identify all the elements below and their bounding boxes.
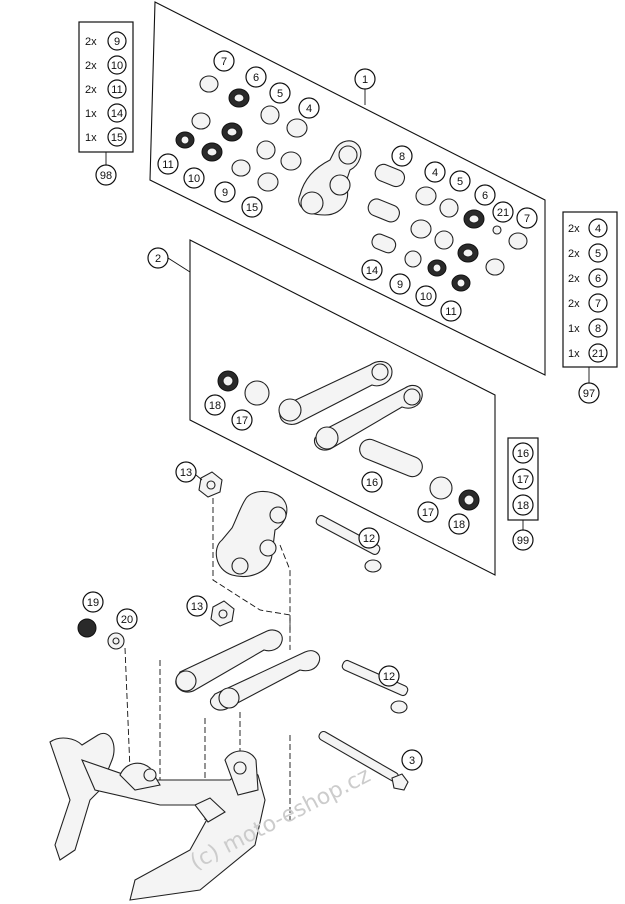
installed-rods-part bbox=[175, 629, 321, 711]
callout-6b: 6 bbox=[482, 190, 488, 202]
kit-97-qty-1: 2x bbox=[568, 223, 580, 235]
kit-98-box: 2x 9 2x 10 2x 11 1x 14 1x 15 98 bbox=[78, 21, 134, 186]
callout-2: 2 bbox=[155, 253, 161, 265]
kit-98-ref-3: 11 bbox=[111, 84, 122, 96]
callout-7b: 7 bbox=[524, 213, 530, 225]
callout-5b: 5 bbox=[457, 176, 463, 188]
callout-20: 20 bbox=[121, 614, 133, 626]
kit-98-label: 98 bbox=[100, 170, 112, 182]
bolt-part-12b bbox=[341, 659, 409, 714]
callout-12b: 12 bbox=[383, 671, 395, 683]
callout-9a: 9 bbox=[222, 187, 228, 199]
kit-97-qty-6: 1x bbox=[568, 348, 580, 360]
callout-18a: 18 bbox=[209, 400, 221, 412]
assembly-2-panel: 2 18 17 16 17 18 bbox=[147, 239, 496, 576]
callout-17b: 17 bbox=[422, 507, 434, 519]
callout-13a: 13 bbox=[180, 467, 192, 479]
kit-97-label: 97 bbox=[583, 388, 595, 400]
callout-21: 21 bbox=[497, 207, 509, 219]
kit-97-qty-3: 2x bbox=[568, 273, 580, 285]
kit-98-qty-2: 2x bbox=[85, 60, 97, 72]
callout-4a: 4 bbox=[306, 103, 312, 115]
kit-97-ref-2: 5 bbox=[595, 248, 601, 260]
sleeve-part-16 bbox=[359, 438, 423, 478]
kit-97-qty-2: 2x bbox=[568, 248, 580, 260]
callout-9b: 9 bbox=[397, 279, 403, 291]
kit-98-ref-1: 9 bbox=[114, 36, 120, 48]
kit-99-ref-1: 16 bbox=[517, 448, 529, 460]
cap-part-19 bbox=[77, 618, 97, 638]
left-bearing-set bbox=[175, 75, 308, 192]
right-bearing-set bbox=[367, 163, 528, 292]
callout-13b: 13 bbox=[191, 601, 203, 613]
callout-18b: 18 bbox=[453, 519, 465, 531]
callout-8: 8 bbox=[399, 151, 405, 163]
link-lever-part bbox=[298, 140, 362, 216]
kit-97-ref-6: 21 bbox=[592, 348, 604, 360]
kit-97-ref-1: 4 bbox=[595, 223, 601, 235]
kit-98-ref-2: 10 bbox=[111, 60, 123, 72]
kit-98-ref-5: 15 bbox=[111, 132, 123, 144]
connecting-rods-part bbox=[278, 360, 423, 451]
callout-1: 1 bbox=[362, 74, 368, 86]
callout-7a: 7 bbox=[221, 56, 227, 68]
callout-4b: 4 bbox=[432, 167, 438, 179]
kit-97-qty-5: 1x bbox=[568, 323, 580, 335]
kit-97-qty-4: 2x bbox=[568, 298, 580, 310]
callout-3: 3 bbox=[409, 755, 415, 767]
kit-98-qty-4: 1x bbox=[85, 108, 97, 120]
callout-12a: 12 bbox=[363, 533, 375, 545]
callout-15: 15 bbox=[246, 202, 258, 214]
assembly-1-panel: 1 bbox=[149, 1, 546, 376]
kit-99-ref-3: 18 bbox=[517, 500, 529, 512]
callout-17a: 17 bbox=[236, 415, 248, 427]
kit-97-box: 2x 4 2x 5 2x 6 2x 7 1x 8 1x 21 97 bbox=[562, 211, 618, 404]
kit-98-qty-5: 1x bbox=[85, 132, 97, 144]
bushing-part-17a bbox=[244, 380, 270, 406]
installed-lever-part bbox=[215, 490, 288, 577]
kit-99-ref-2: 17 bbox=[517, 474, 529, 486]
kit-98-ref-4: 14 bbox=[111, 108, 123, 120]
kit-99-label: 99 bbox=[517, 535, 529, 547]
callout-11a: 11 bbox=[162, 159, 173, 171]
frame-part bbox=[49, 732, 266, 901]
callout-5a: 5 bbox=[277, 88, 283, 100]
kit-97-ref-5: 8 bbox=[595, 323, 601, 335]
kit-98-qty-1: 2x bbox=[85, 36, 97, 48]
kit-99-box: 16 17 18 99 bbox=[507, 437, 539, 551]
callout-14: 14 bbox=[366, 265, 378, 277]
bolt-part-3 bbox=[318, 730, 409, 791]
callout-16: 16 bbox=[366, 477, 378, 489]
callout-6a: 6 bbox=[253, 72, 259, 84]
callout-10a: 10 bbox=[188, 173, 200, 185]
callout-10b: 10 bbox=[420, 291, 432, 303]
kit-97-ref-3: 6 bbox=[595, 273, 601, 285]
bushing-part-17b bbox=[429, 476, 453, 500]
callout-11b: 11 bbox=[445, 306, 456, 318]
kit-98-qty-3: 2x bbox=[85, 84, 97, 96]
kit-97-ref-4: 7 bbox=[595, 298, 601, 310]
callout-19: 19 bbox=[87, 597, 99, 609]
